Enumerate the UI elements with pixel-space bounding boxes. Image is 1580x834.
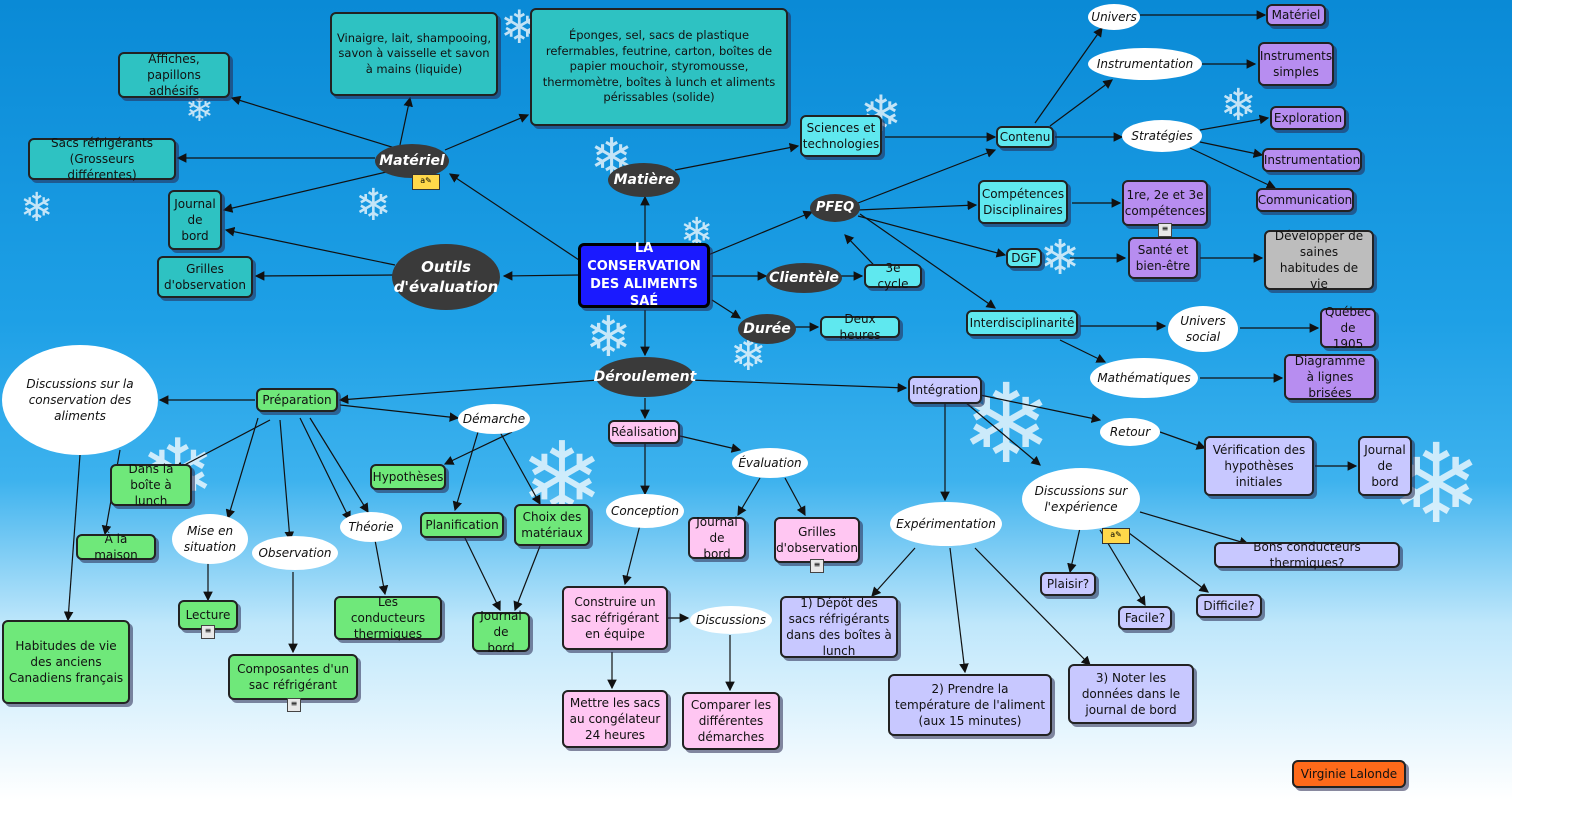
- journal-de-bord-box-1: Journal de bord: [168, 190, 222, 250]
- competences-123-box: 1re, 2e et 3e compétences: [1122, 180, 1208, 226]
- materiel-liquide-box: Vinaigre, lait, shampooing, savon à vais…: [330, 12, 498, 96]
- strategies-oval: Stratégies: [1122, 120, 1202, 152]
- integration-box: Intégration: [908, 376, 982, 404]
- affiches-box: Affiches, papillons adhésifs: [118, 52, 230, 98]
- attachment-icon[interactable]: ≡: [1158, 223, 1172, 237]
- communication-box: Communication: [1256, 188, 1354, 212]
- center-title-box: LA CONSERVATION DES ALIMENTS SAÉ: [578, 243, 710, 308]
- discussions-conservation-oval: Discussions sur la conservation des alim…: [2, 345, 158, 455]
- outils-evaluation-oval: Outils d'évaluation: [392, 244, 500, 310]
- journal-de-bord-box-2: Journal de bord: [472, 612, 530, 652]
- sacs-refrigerants-box: Sacs réfrigérants (Grosseurs différentes…: [28, 138, 176, 180]
- realisation-box: Réalisation: [608, 420, 680, 444]
- prendre-temperature-box: 2) Prendre la température de l'aliment (…: [888, 674, 1052, 736]
- author-label: Virginie Lalonde: [1292, 760, 1406, 788]
- noter-donnees-box: 3) Noter les données dans le journal de …: [1068, 664, 1194, 724]
- grilles-observation-box-2: Grilles d'observation: [774, 517, 860, 563]
- mise-en-situation-oval: Mise en situation: [172, 514, 248, 564]
- contenu-box: Contenu: [996, 126, 1054, 148]
- comparer-demarches-box: Comparer les différentes démarches: [682, 692, 780, 750]
- facile-box: Facile?: [1118, 606, 1172, 630]
- conception-oval: Conception: [606, 494, 684, 528]
- a-la-maison-box: À la maison: [76, 534, 156, 560]
- theorie-oval: Théorie: [340, 512, 402, 542]
- sante-bien-etre-box: Santé et bien-être: [1128, 237, 1198, 279]
- choix-materiaux-box: Choix des matériaux: [514, 504, 590, 546]
- journal-de-bord-box-4: Journal de bord: [1358, 436, 1412, 496]
- demarche-oval: Démarche: [458, 404, 530, 434]
- quebec-1905-box: Québec de 1905: [1320, 308, 1376, 348]
- journal-de-bord-box-3: Journal de bord: [688, 517, 746, 559]
- habitudes-vie-box: Habitudes de vie des anciens Canadiens f…: [2, 620, 130, 704]
- note-icon[interactable]: a✎: [1102, 528, 1130, 544]
- dans-boite-lunch-box: Dans la boîte à lunch: [110, 464, 192, 506]
- discussions-oval-2: Discussions: [690, 606, 772, 634]
- note-icon[interactable]: a✎: [412, 174, 440, 190]
- verification-hypotheses-box: Vérification des hypothèses initiales: [1204, 436, 1314, 496]
- attachment-icon[interactable]: ≡: [810, 559, 824, 573]
- retour-oval: Retour: [1100, 418, 1160, 446]
- univers-social-oval: Univers social: [1168, 306, 1238, 352]
- depot-sacs-box: 1) Dépôt des sacs réfrigérants dans des …: [780, 596, 898, 658]
- pfeq-oval: PFEQ: [810, 194, 860, 222]
- attachment-icon[interactable]: ≡: [287, 698, 301, 712]
- instrumentation-box-2: Instrumentation: [1262, 148, 1362, 172]
- deroulement-oval: Déroulement: [596, 357, 694, 397]
- univers-oval: Univers: [1088, 4, 1140, 30]
- hypotheses-box: Hypothèses: [370, 464, 446, 490]
- difficile-box: Difficile?: [1196, 594, 1262, 618]
- observation-oval: Observation: [252, 536, 338, 570]
- evaluation-oval: Évaluation: [732, 448, 808, 478]
- instruments-simples-box: Instruments simples: [1258, 42, 1334, 86]
- discussions-experience-oval: Discussions sur l'expérience: [1022, 468, 1140, 530]
- construire-sac-box: Construire un sac réfrigérant en équipe: [562, 586, 668, 650]
- cycle-box: 3e cycle: [864, 264, 922, 288]
- diagramme-box: Diagramme à lignes brisées: [1284, 354, 1376, 400]
- dgf-box: DGF: [1006, 248, 1042, 268]
- bons-conducteurs-box: Bons conducteurs thermiques?: [1214, 542, 1400, 568]
- materiel-solide-box: Éponges, sel, sacs de plastique refermab…: [530, 8, 788, 126]
- concept-map: ❄ ❄ ❄ ❄ ❄ ❄ ❄ ❄ ❄ ❄ ❄ ❄ ❄ ❄ ❄: [0, 0, 1512, 800]
- plaisir-box: Plaisir?: [1040, 572, 1096, 596]
- grilles-observation-box-1: Grilles d'observation: [157, 256, 253, 298]
- saines-habitudes-box: Développer de saines habitudes de vie: [1264, 230, 1374, 290]
- attachment-icon[interactable]: ≡: [201, 625, 215, 639]
- planification-box: Planification: [420, 512, 504, 538]
- instrumentation-oval: Instrumentation: [1088, 48, 1202, 80]
- clientele-oval: Clientèle: [766, 263, 842, 293]
- mathematiques-oval: Mathématiques: [1090, 358, 1198, 398]
- duree-oval: Durée: [738, 314, 796, 344]
- competences-disciplinaires-box: Compétences Disciplinaires: [978, 180, 1068, 224]
- matiere-oval: Matière: [608, 163, 680, 197]
- preparation-box: Préparation: [256, 388, 338, 412]
- materiel-oval: Matériel: [375, 144, 449, 178]
- composantes-box: Composantes d'un sac réfrigérant: [228, 654, 358, 700]
- interdisciplinarite-box: Interdisciplinarité: [966, 310, 1078, 336]
- mettre-congelateur-box: Mettre les sacs au congélateur 24 heures: [562, 690, 668, 748]
- exploration-box: Exploration: [1270, 106, 1346, 130]
- sciences-technologies-box: Sciences et technologies: [800, 115, 882, 157]
- materiel-box-2: Matériel: [1266, 4, 1326, 26]
- conducteurs-thermiques-box: Les conducteurs thermiques: [334, 596, 442, 640]
- deux-heures-box: Deux heures: [820, 316, 900, 338]
- experimentation-oval: Expérimentation: [890, 502, 1002, 546]
